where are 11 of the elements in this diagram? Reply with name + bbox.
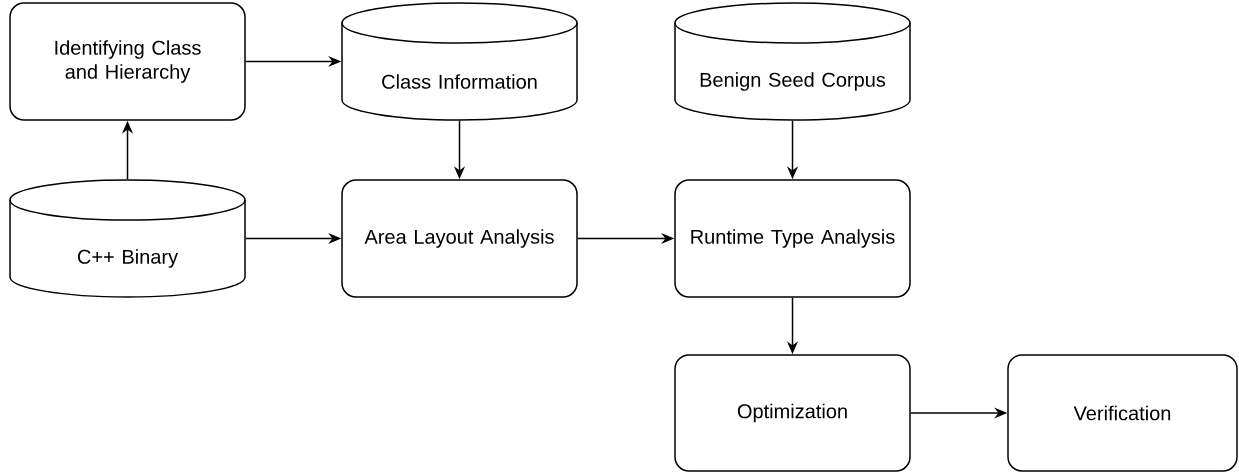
node-label: Benign Seed Corpus — [700, 72, 886, 91]
process-box: Identifying Class and Hierarchy — [9, 2, 246, 121]
process-box: Area Layout Analysis — [341, 179, 578, 298]
cylinder: Benign Seed Corpus — [674, 2, 911, 121]
node-label: C++ Binary — [77, 249, 179, 268]
process-box: Optimization — [674, 354, 911, 472]
cylinder: C++ Binary — [9, 179, 246, 298]
process-box: Verification — [1007, 354, 1238, 472]
cylinder: Class Information — [341, 2, 578, 121]
node-label: Class Information — [382, 74, 537, 89]
process-box: Runtime Type Analysis — [674, 179, 911, 298]
